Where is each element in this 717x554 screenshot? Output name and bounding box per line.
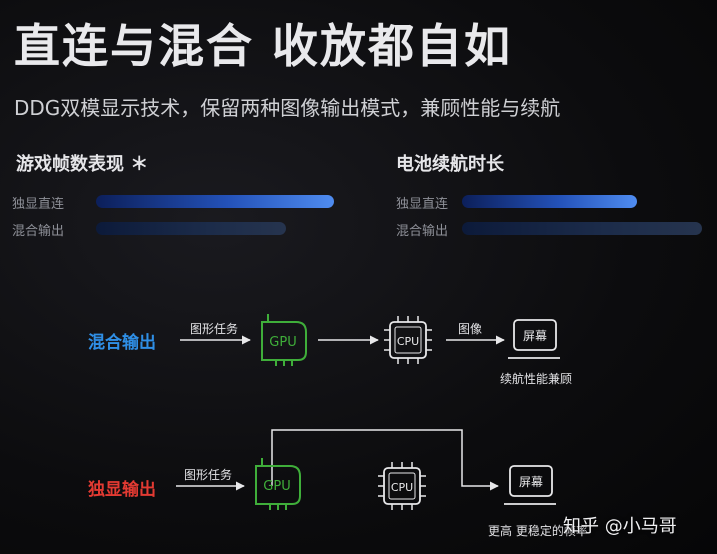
arrow-discrete-bypass <box>271 429 499 491</box>
bar-battery-discrete <box>462 195 637 208</box>
task-label-mixed: 图形任务 <box>190 322 239 336</box>
bar-label-battery-mixed: 混合输出 <box>396 224 449 239</box>
caption-mixed: 续航性能兼顾 <box>500 372 573 386</box>
page-title: 直连与混合 收放都自如 <box>14 19 513 73</box>
bar-label-fps-discrete: 独显直连 <box>12 197 65 212</box>
bar-fps-discrete <box>96 195 334 208</box>
watermark: 知乎 @小马哥 <box>563 516 677 537</box>
bar-battery-mixed <box>462 222 702 235</box>
gpu-text-mixed: GPU <box>269 335 296 350</box>
screen-icon-discrete: 屏幕 <box>504 465 556 505</box>
image-label-mixed: 图像 <box>458 322 483 336</box>
mode-label-discrete: 独显输出 <box>88 480 156 500</box>
mode-label-mixed: 混合输出 <box>88 333 156 353</box>
bar-label-fps-mixed: 混合输出 <box>12 224 65 239</box>
screen-text-discrete: 屏幕 <box>519 475 543 489</box>
caption-discrete: 更高 更稳定的帧率 <box>488 524 588 538</box>
screen-icon-mixed: 屏幕 <box>508 319 560 359</box>
cpu-text-mixed: CPU <box>397 335 419 348</box>
bar-label-battery-discrete: 独显直连 <box>396 197 449 212</box>
gpu-chip-mixed: GPU <box>261 314 307 366</box>
gpu-text-discrete: GPU <box>263 479 290 494</box>
page-subtitle: DDG双模显示技术，保留两种图像输出模式，兼顾性能与续航 <box>14 96 561 120</box>
cpu-chip-discrete: CPU <box>378 462 426 510</box>
screen-text-mixed: 屏幕 <box>523 329 547 343</box>
cpu-chip-mixed: CPU <box>384 316 432 364</box>
task-label-discrete: 图形任务 <box>184 468 233 482</box>
cpu-text-discrete: CPU <box>391 481 413 494</box>
section-heading-battery: 电池续航时长 <box>396 154 504 175</box>
bar-fps-mixed <box>96 222 286 235</box>
section-heading-fps: 游戏帧数表现 ＊ <box>16 154 149 175</box>
gpu-chip-discrete: GPU <box>255 458 301 510</box>
